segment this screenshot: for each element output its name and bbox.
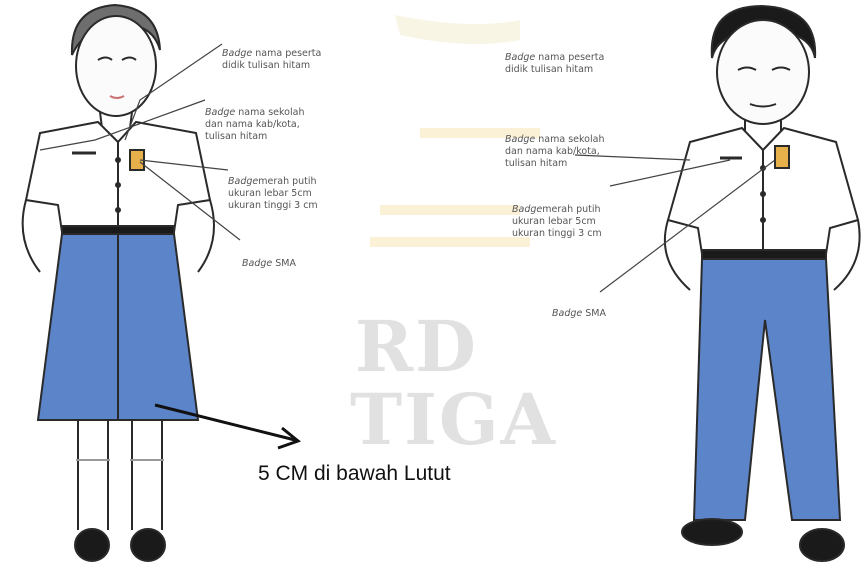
female-figure <box>23 5 214 561</box>
female-shoe-left <box>75 529 109 561</box>
male-shoe-left <box>682 519 742 545</box>
watermark-line2: TIGA <box>350 378 557 461</box>
female-shoe-right <box>131 529 165 561</box>
female-callout-school: Badge nama sekolah dan nama kab/kota, tu… <box>205 95 304 143</box>
female-callout-flag: Badgemerah putih ukuran lebar 5cm ukuran… <box>228 164 318 212</box>
face <box>76 16 156 116</box>
watermark-line1: RD <box>355 305 478 388</box>
male-trousers <box>694 259 840 520</box>
male-badge-icon <box>775 146 789 168</box>
male-callout-name: Badge nama peserta didik tulisan hitam <box>505 40 604 76</box>
male-shoe-right <box>800 529 844 561</box>
female-callout-sma: Badge SMA <box>242 246 296 270</box>
male-callout-school: Badge nama sekolah dan nama kab/kota, tu… <box>505 122 604 170</box>
knee-length-annotation: 5 CM di bawah Lutut <box>258 462 451 486</box>
knee-arrow-icon <box>155 405 298 448</box>
female-callout-name: Badge nama peserta didik tulisan hitam <box>222 36 321 72</box>
male-figure <box>665 6 860 561</box>
male-callout-sma: Badge SMA <box>552 296 606 320</box>
male-callout-flag: Badgemerah putih ukuran lebar 5cm ukuran… <box>512 192 602 240</box>
